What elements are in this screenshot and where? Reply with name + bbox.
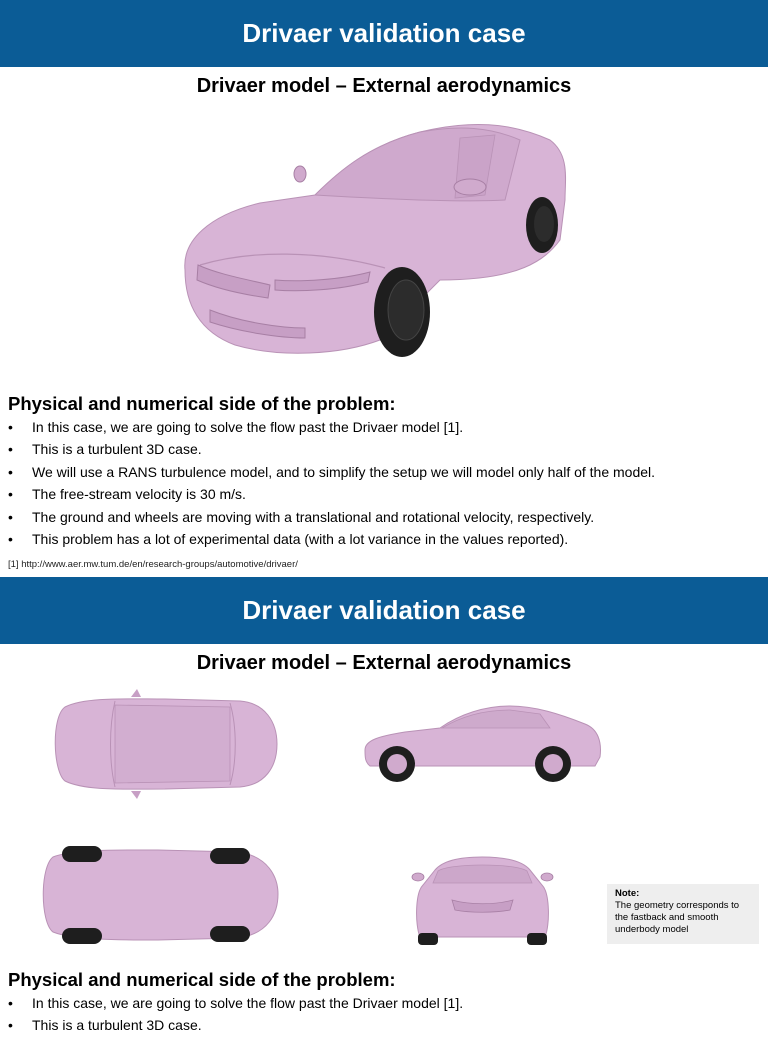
bullet-item: This is a turbulent 3D case. — [8, 438, 758, 461]
slide-header: Drivaer validation case — [0, 0, 768, 67]
note-box: Note: The geometry corresponds to the fa… — [607, 884, 759, 944]
section-title: Physical and numerical side of the probl… — [8, 393, 396, 414]
slide-1: Drivaer validation case Drivaer model – … — [0, 0, 768, 575]
bullet-item: We will use a RANS turbulence model, and… — [8, 461, 758, 484]
car-side-view-image — [364, 705, 601, 782]
note-title: Note: — [615, 888, 640, 899]
bullet-item: In this case, we are going to solve the … — [8, 416, 758, 439]
slide-2: Drivaer validation case Drivaer model – … — [0, 577, 768, 1037]
bullet-item: This is a turbulent 3D case. — [8, 1014, 758, 1037]
car-bottom-view-image — [42, 846, 279, 944]
bullet-item: This problem has a lot of experimental d… — [8, 528, 758, 551]
bullet-list: In this case, we are going to solve the … — [8, 416, 758, 551]
bullet-list: In this case, we are going to solve the … — [8, 992, 758, 1037]
reference-link[interactable]: [1] http://www.aer.mw.tum.de/en/research… — [8, 559, 298, 570]
slide-subtitle: Drivaer model – External aerodynamics — [196, 652, 572, 674]
bullet-item: The free-stream velocity is 30 m/s. — [8, 483, 758, 506]
note-text: The geometry corresponds to the fastback… — [615, 900, 740, 935]
section-title: Physical and numerical side of the probl… — [8, 969, 396, 990]
car-front-view-image — [411, 856, 554, 945]
bullet-item: The ground and wheels are moving with a … — [8, 506, 758, 529]
bullet-item: In this case, we are going to solve the … — [8, 992, 758, 1015]
slide-subtitle: Drivaer model – External aerodynamics — [196, 75, 572, 97]
slide-header: Drivaer validation case — [0, 577, 768, 644]
car-perspective-image — [184, 123, 567, 357]
car-top-view-image — [54, 689, 278, 799]
